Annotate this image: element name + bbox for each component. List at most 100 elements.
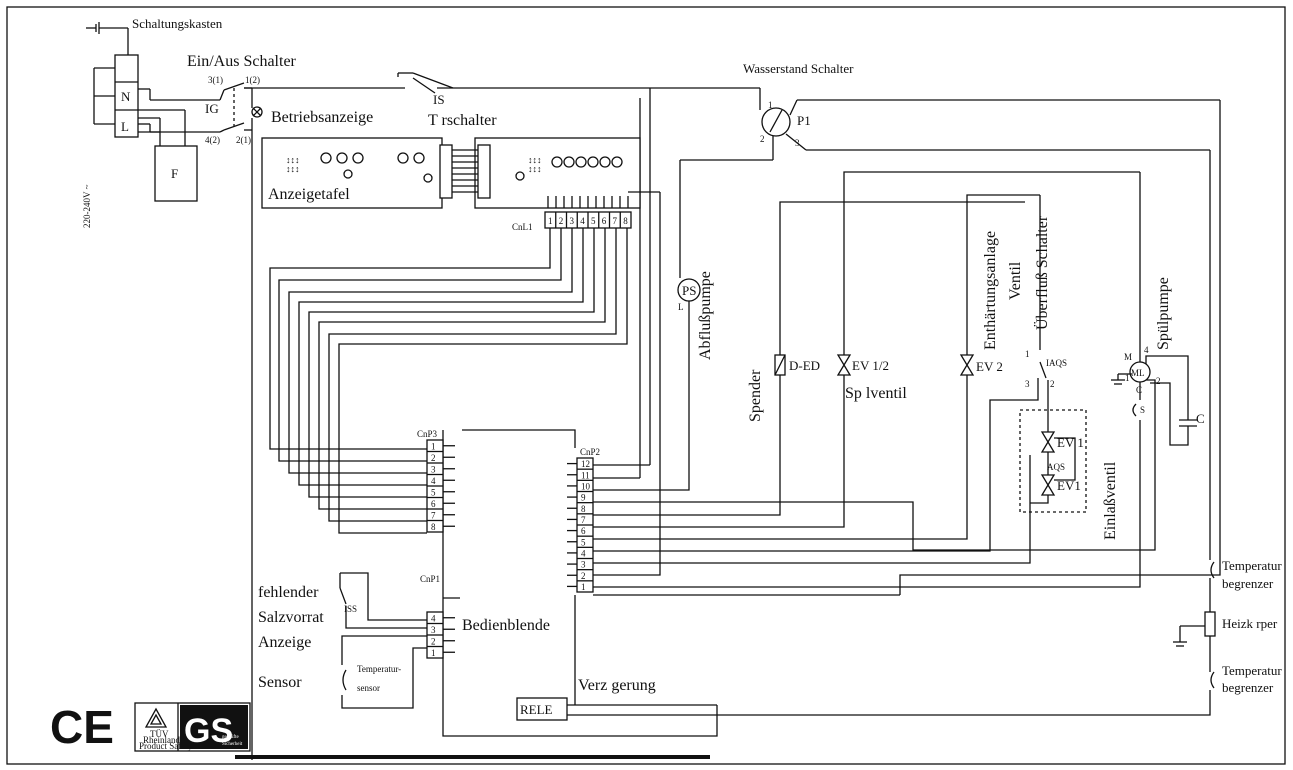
svg-text:GS: GS: [184, 712, 233, 750]
label-einlass: Einlaßventil: [1102, 461, 1119, 540]
detergent-dispenser: D-ED Spender: [593, 201, 1025, 516]
cnp3-pin: 3: [431, 465, 436, 475]
drain-pump: PS L Abflußpumpe: [593, 271, 714, 491]
cnl1-pin: 8: [623, 216, 628, 226]
label-is: IS: [433, 92, 445, 107]
cnp2-pin: 11: [581, 470, 590, 480]
cnp1-pin: 1: [431, 648, 436, 658]
cnl1-pin: 4: [580, 216, 585, 226]
label-cnp1: CnP1: [420, 574, 440, 584]
cnp3-pin: 2: [431, 453, 436, 463]
cnp1-pin: 4: [431, 614, 436, 624]
label-verzogerung: Verz gerung: [578, 677, 656, 694]
svg-text:EV 2: EV 2: [976, 359, 1003, 374]
label-rele: RELE: [520, 702, 553, 717]
inlet-valve: EV 1 AQS EV1 Einlaßventil: [593, 409, 1119, 564]
label-cnp3: CnP3: [417, 429, 438, 439]
cnl1-pin: 7: [613, 216, 618, 226]
svg-text:C: C: [1196, 411, 1205, 426]
label-anzeigetafel: Anzeigetafel: [268, 186, 350, 203]
label-spulventil: Sp lventil: [845, 385, 907, 402]
label-ig: IG: [205, 101, 219, 116]
svg-text:geprüfte: geprüfte: [222, 735, 239, 740]
svg-text:EV 1/2: EV 1/2: [852, 358, 889, 373]
svg-text:1: 1: [1125, 373, 1130, 383]
label-f: F: [171, 166, 178, 181]
label-bedienblende: Bedienblende: [462, 617, 550, 634]
svg-text:4(2): 4(2): [205, 135, 220, 145]
svg-text:Sicherheit: Sicherheit: [222, 742, 243, 747]
overflow-switch: Überfluß Schalter 1 3 2 IAQS: [593, 195, 1067, 552]
cnl1-pin: 6: [602, 216, 607, 226]
svg-text:IAQS: IAQS: [1046, 358, 1067, 368]
cnp3-pin: 1: [431, 442, 436, 452]
label-anzeige: Anzeige: [258, 634, 311, 651]
label-wasserstand: Wasserstand Schalter: [743, 61, 854, 76]
cnl1-pin: 3: [570, 216, 575, 226]
svg-text:S: S: [1140, 405, 1145, 415]
cnp2-pin: 12: [581, 459, 590, 469]
cnp1-pin: 2: [431, 637, 436, 647]
cnp2-pin: 9: [581, 493, 586, 503]
label-betriebsanzeige: Betriebsanzeige: [271, 109, 373, 126]
wires-cnl1-cnp3: [269, 228, 628, 534]
cnp2-pin: 1: [581, 582, 586, 592]
temperature-sensor: Sensor Temperatur- sensor: [258, 635, 427, 709]
svg-text:4: 4: [1144, 345, 1149, 355]
label-temp-sensor-1: Temperatur-: [357, 664, 401, 674]
cnp3-pin: 5: [431, 488, 436, 498]
svg-text:↕↕↕: ↕↕↕: [286, 155, 300, 165]
terminal-l: L: [121, 119, 129, 134]
svg-text:begrenzer: begrenzer: [1222, 576, 1274, 591]
svg-text:M: M: [1124, 352, 1132, 362]
gs-tuv-seal-icon: TÜV Rheinland Product Safety GS geprüfte…: [134, 702, 251, 752]
cnp3-pin: 4: [431, 476, 436, 486]
svg-text:Product Safety: Product Safety: [139, 741, 193, 751]
svg-text:ML: ML: [1131, 368, 1145, 378]
cnp2-pin: 3: [581, 560, 586, 570]
label-spender: Spender: [747, 369, 764, 422]
svg-text:1: 1: [1025, 349, 1030, 359]
cnl1-pin: 5: [591, 216, 596, 226]
label-salzvorrat: Salzvorrat: [258, 609, 324, 626]
svg-text:2: 2: [1050, 379, 1055, 389]
display-panel: ↕↕↕ ↕↕↕ Anzeigetafel ↕↕↕ ↕↕↕: [261, 137, 641, 209]
cnp3-pin: 6: [431, 499, 436, 509]
water-level-switch: Wasserstand Schalter P1 1 2 3: [679, 61, 1221, 560]
svg-text:CE: CE: [50, 701, 114, 753]
cnp2-pin: 2: [581, 571, 586, 581]
label-ein-aus: Ein/Aus Schalter: [187, 53, 297, 70]
svg-text:PS: PS: [682, 283, 696, 298]
svg-text:2(1): 2(1): [236, 135, 251, 145]
svg-text:Rheinland: Rheinland: [143, 735, 180, 745]
svg-text:EV1: EV1: [1057, 478, 1081, 493]
svg-text:D-ED: D-ED: [789, 358, 820, 373]
label-sensor: Sensor: [258, 674, 302, 691]
diagram-border: [6, 6, 1286, 765]
cnp2-pin: 5: [581, 537, 586, 547]
label-ventil: Ventil: [1007, 261, 1024, 300]
cnp2-pin: 8: [581, 504, 586, 514]
svg-text:1(2): 1(2): [245, 75, 260, 85]
svg-text:3: 3: [1025, 379, 1030, 389]
heater-chain: Temperatur begrenzer Heizk rper Temperat…: [593, 558, 1282, 695]
wash-pump: ML M C 1 2 4 Spülpumpe C S: [593, 172, 1205, 588]
svg-text:TÜV: TÜV: [150, 729, 169, 739]
svg-text:Temperatur: Temperatur: [1222, 663, 1282, 678]
label-cnp2: CnP2: [580, 447, 600, 457]
label-turschalter: T rschalter: [428, 112, 497, 129]
label-abflusspumpe: Abflußpumpe: [697, 271, 714, 360]
label-uberfluss: Überfluß Schalter: [1033, 215, 1051, 330]
svg-text:AQS: AQS: [1047, 462, 1065, 472]
relay: [516, 697, 568, 721]
cnp2-pin: 6: [581, 526, 586, 536]
label-enthartung: Enthärtungsanlage: [982, 231, 999, 350]
svg-text:Temperatur: Temperatur: [1222, 558, 1282, 573]
on-off-switch: Ein/Aus Schalter IG 3(1) 1(2) 4(2) 2(1) …: [187, 53, 405, 760]
label-iss: ISS: [344, 604, 357, 614]
svg-text:L: L: [678, 302, 684, 312]
svg-text:↕↕↕: ↕↕↕: [528, 155, 542, 165]
